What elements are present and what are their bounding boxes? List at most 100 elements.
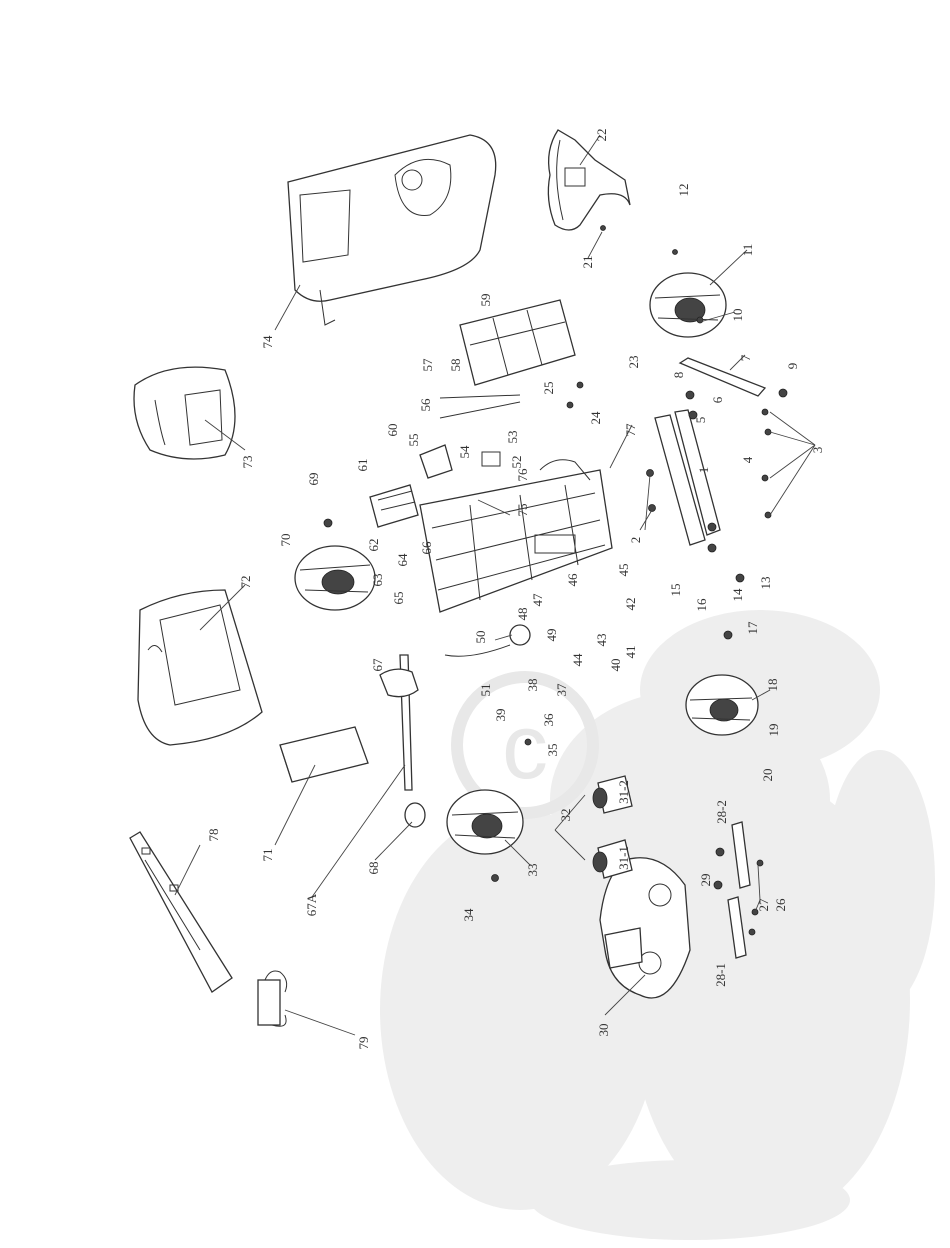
- part-wiring-harness: [258, 971, 287, 1026]
- callout-75: 75: [515, 504, 530, 517]
- callout-3: 3: [810, 447, 825, 454]
- callout-64: 64: [395, 553, 410, 567]
- callout-60: 60: [385, 424, 400, 437]
- callout-37: 37: [554, 683, 569, 697]
- callout-1: 1: [696, 467, 711, 474]
- callout-56: 56: [418, 398, 433, 412]
- callout-70: 70: [278, 534, 293, 547]
- callout-27: 27: [756, 898, 771, 912]
- callout-69: 69: [306, 473, 321, 486]
- callout-72: 72: [238, 576, 253, 589]
- callout-20: 20: [760, 769, 775, 782]
- callout-48: 48: [515, 608, 530, 621]
- callout-73: 73: [240, 456, 255, 469]
- callout-10: 10: [730, 309, 745, 322]
- callout-65: 65: [391, 592, 406, 605]
- callout-15: 15: [668, 584, 683, 597]
- callout-49: 49: [544, 629, 559, 642]
- callout-66: 66: [419, 541, 434, 555]
- callout-4: 4: [740, 456, 755, 463]
- callout-63: 63: [370, 574, 385, 587]
- callout-57: 57: [420, 358, 435, 372]
- callout-67A: 67A: [304, 893, 319, 916]
- callout-74: 74: [260, 335, 275, 349]
- callout-17: 17: [745, 621, 760, 635]
- callout-36: 36: [541, 713, 556, 727]
- callout-31-1: 31-1: [616, 846, 631, 870]
- callout-47: 47: [530, 593, 545, 607]
- callout-45: 45: [616, 564, 631, 577]
- callout-61: 61: [355, 459, 370, 472]
- part-wheel-front-right: [686, 675, 758, 735]
- callout-18: 18: [765, 679, 780, 692]
- callout-43: 43: [594, 634, 609, 647]
- callout-67: 67: [370, 658, 385, 672]
- callout-8: 8: [671, 372, 686, 379]
- callout-53: 53: [505, 431, 520, 444]
- callout-78: 78: [206, 829, 221, 842]
- callout-39: 39: [493, 709, 508, 722]
- callout-52: 52: [509, 456, 524, 469]
- callout-11: 11: [740, 244, 755, 257]
- callout-22: 22: [594, 129, 609, 142]
- part-main-frame: [420, 460, 612, 612]
- part-wheel-rear-right: [650, 273, 726, 337]
- callout-31-2: 31-2: [616, 780, 631, 804]
- callout-13: 13: [758, 577, 773, 590]
- callout-50: 50: [473, 631, 488, 644]
- callout-33: 33: [525, 864, 540, 877]
- callout-35: 35: [545, 744, 560, 757]
- callout-9: 9: [785, 363, 800, 370]
- part-wheel-rear-left: [295, 546, 375, 610]
- part-storage-box: [138, 590, 262, 745]
- callout-44: 44: [570, 653, 585, 667]
- part-clamp: [405, 803, 425, 827]
- callout-5: 5: [693, 417, 708, 424]
- part-battery-pack: [460, 300, 575, 385]
- callout-12: 12: [676, 184, 691, 197]
- callout-38: 38: [525, 679, 540, 692]
- callout-25: 25: [541, 382, 556, 395]
- callout-24: 24: [588, 411, 603, 425]
- callout-42: 42: [623, 598, 638, 611]
- part-body-shell: [288, 135, 496, 325]
- callout-41: 41: [623, 646, 638, 659]
- callout-21: 21: [580, 256, 595, 269]
- callout-59: 59: [478, 294, 493, 307]
- callout-62: 62: [366, 539, 381, 552]
- callout-46: 46: [565, 573, 580, 587]
- callout-54: 54: [457, 445, 472, 459]
- callout-32: 32: [558, 809, 573, 822]
- callout-71: 71: [260, 849, 275, 862]
- callout-7: 7: [738, 354, 753, 361]
- callout-40: 40: [608, 659, 623, 672]
- callout-51: 51: [478, 684, 493, 697]
- callout-16: 16: [694, 598, 709, 612]
- svg-text:c: c: [502, 696, 548, 798]
- callout-58: 58: [448, 359, 463, 372]
- part-rear-axle: [680, 358, 765, 396]
- callout-34: 34: [461, 908, 476, 922]
- callout-76: 76: [515, 468, 530, 482]
- callout-55: 55: [406, 434, 421, 447]
- callout-6: 6: [710, 396, 725, 403]
- callout-14: 14: [730, 588, 745, 602]
- callout-77: 77: [623, 423, 638, 437]
- callout-30: 30: [596, 1024, 611, 1037]
- part-seat-cover: [134, 367, 235, 459]
- callout-23: 23: [626, 356, 641, 369]
- callout-79: 79: [356, 1037, 371, 1050]
- callout-26: 26: [773, 898, 788, 912]
- part-wheel-front-left: [447, 790, 523, 854]
- part-long-bracket: [130, 832, 232, 992]
- part-battery-block: [280, 727, 368, 782]
- part-controller: [370, 485, 418, 527]
- callout-2: 2: [628, 537, 643, 544]
- callout-28-1: 28-1: [713, 963, 728, 987]
- callout-68: 68: [366, 862, 381, 875]
- callout-28-2: 28-2: [714, 800, 729, 824]
- callout-29: 29: [698, 874, 713, 887]
- part-steering-column: [380, 655, 418, 790]
- part-handlebar: [548, 130, 630, 230]
